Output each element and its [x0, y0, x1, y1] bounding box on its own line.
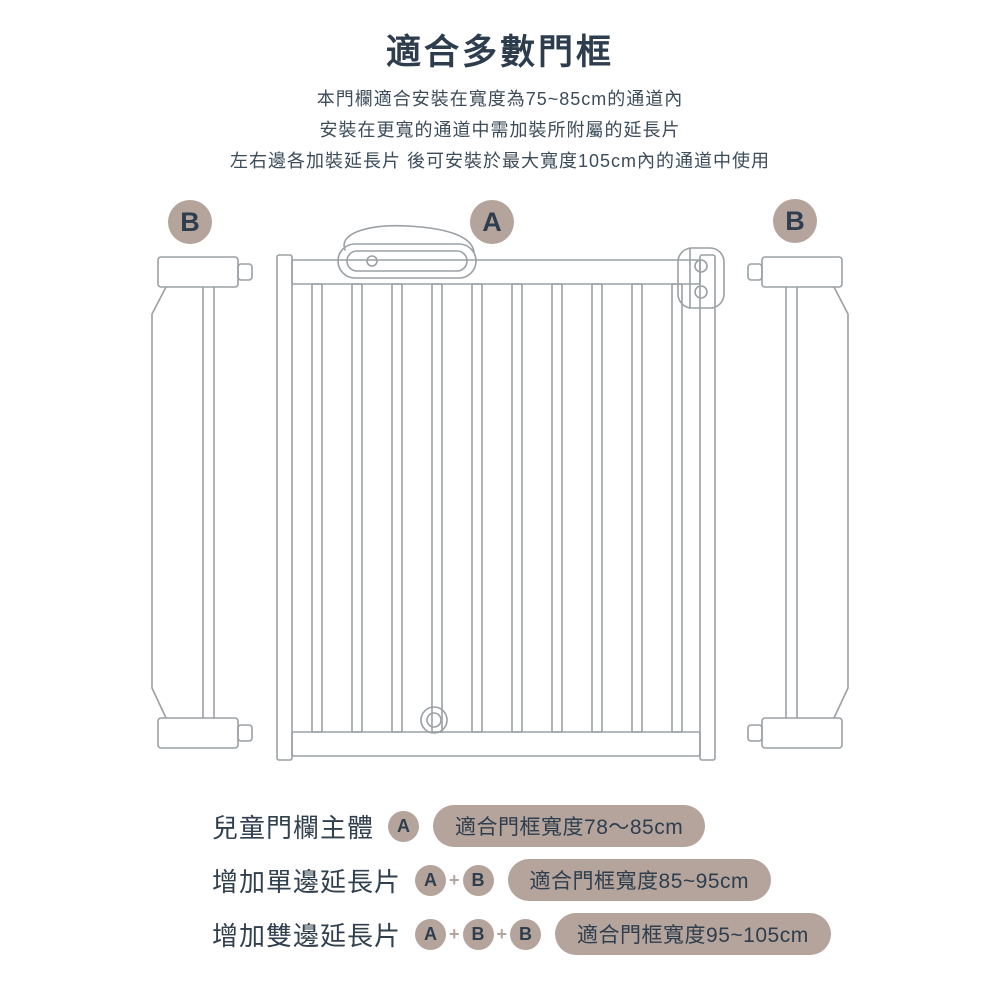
- legend-label-main-gate: 兒童門欄主體: [212, 812, 375, 843]
- latch-handle-drawing: [337, 224, 477, 279]
- plus-sign: +: [449, 923, 460, 944]
- legend-row-main-gate: 兒童門欄主體 A 適合門框寬度78〜85cm: [212, 805, 831, 847]
- description-line-1: 本門欄適合安裝在寬度為75~85cm的通道內: [316, 89, 684, 109]
- badge-b: B: [462, 864, 494, 896]
- gate-line-drawing: [151, 224, 849, 761]
- badge-a: A: [415, 918, 447, 950]
- spec-pill-main-gate: 適合門框寬度78〜85cm: [433, 805, 706, 847]
- legend-row-double-extension: 增加雙邊延長片 A + B + B 適合門框寬度95~105cm: [212, 913, 831, 955]
- extension-left-drawing: [151, 256, 253, 749]
- hinge-drawing: [677, 247, 725, 309]
- gate-main-drawing: [276, 224, 725, 761]
- badge-b: B: [462, 918, 494, 950]
- description-block: 本門欄適合安裝在寬度為75~85cm的通道內 安裝在更寬的通道中需加裝所附屬的延…: [0, 84, 1000, 177]
- page-title: 適合多數門框: [385, 33, 614, 72]
- spec-pill-single-extension: 適合門框寬度85~95cm: [507, 859, 772, 901]
- legend: 兒童門欄主體 A 適合門框寬度78〜85cm 增加單邊延長片 A + B 適合門…: [212, 805, 831, 955]
- legend-row-single-extension: 增加單邊延長片 A + B 適合門框寬度85~95cm: [212, 859, 831, 901]
- badge-b: B: [510, 918, 542, 950]
- description-line-2: 安裝在更寬的通道中需加裝所附屬的延長片: [319, 120, 681, 140]
- badge-a: A: [388, 810, 420, 842]
- spec-pill-double-extension: 適合門框寬度95~105cm: [555, 913, 831, 955]
- legend-label-single-extension: 增加單邊延長片: [212, 866, 402, 897]
- extension-right-drawing: [747, 256, 849, 749]
- plus-sign: +: [496, 923, 508, 944]
- plus-sign: +: [449, 869, 460, 890]
- diagram-label-b-right: B: [773, 199, 817, 243]
- description-line-3: 左右邊各加裝延長片 後可安裝於最大寬度105cm內的通道中使用: [229, 151, 771, 171]
- legend-label-double-extension: 增加雙邊延長片: [212, 920, 402, 951]
- badge-a: A: [415, 864, 447, 896]
- diagram-label-b-left: B: [168, 200, 212, 244]
- diagram-label-a-center: A: [470, 200, 514, 244]
- foot-ring-drawing: [420, 706, 448, 734]
